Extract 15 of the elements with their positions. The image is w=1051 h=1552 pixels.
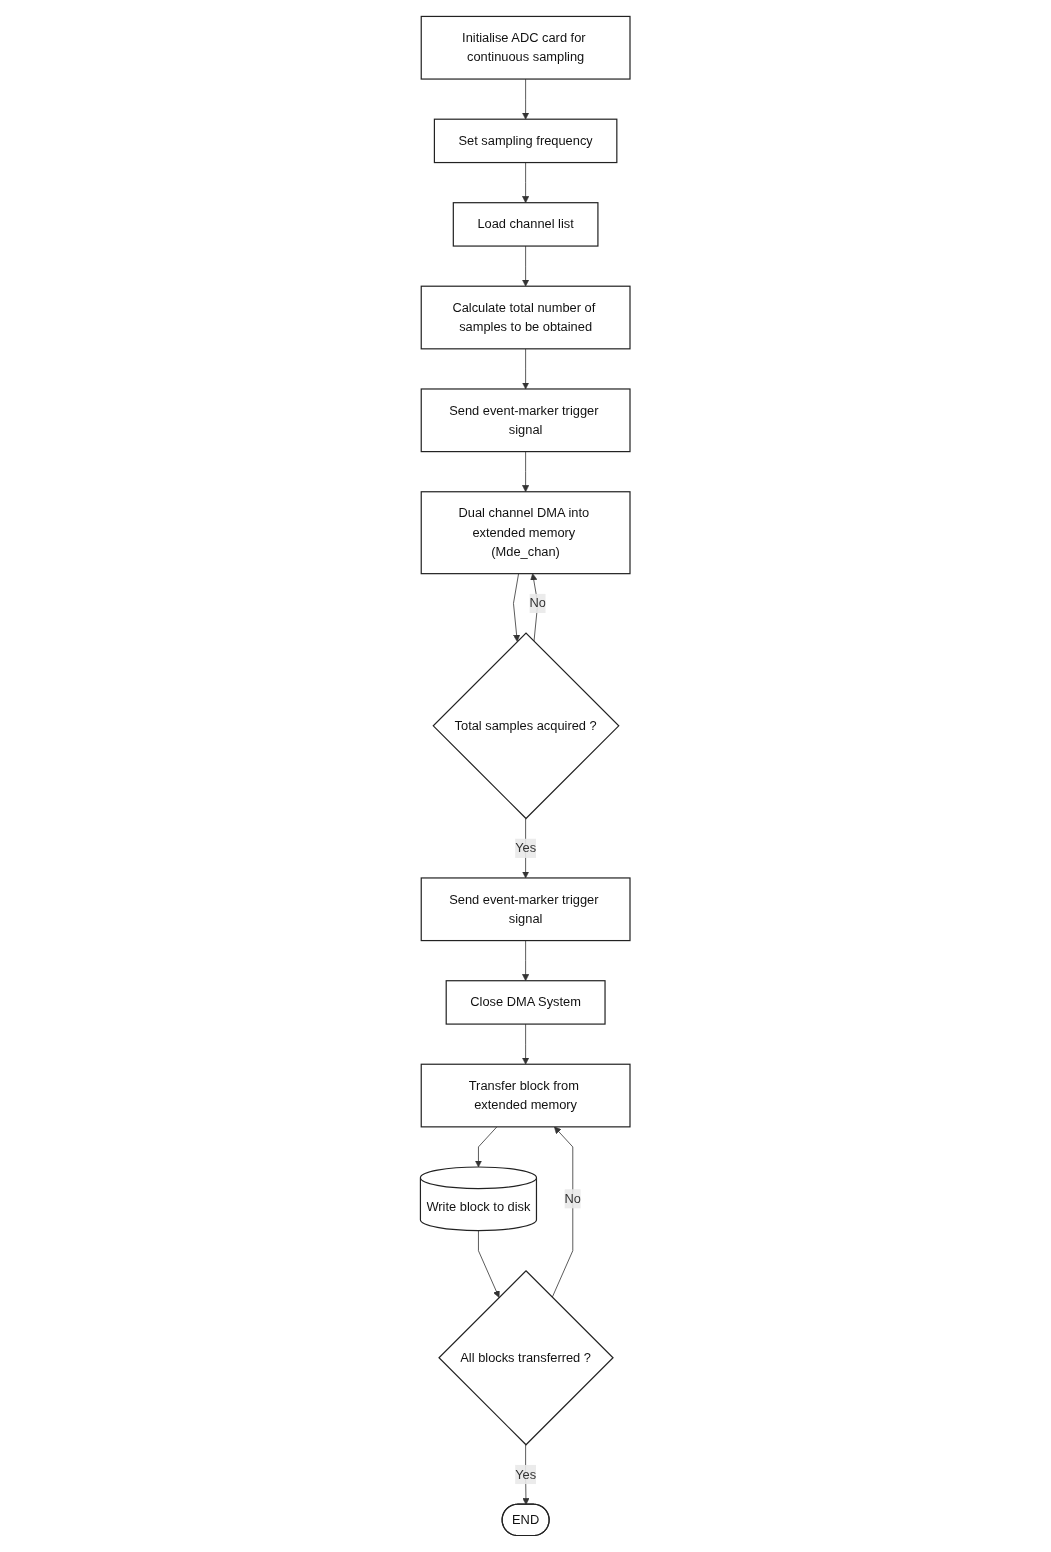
- node-box: Load channel list: [453, 202, 599, 247]
- node-box: Transfer block from extended memory: [420, 1063, 631, 1128]
- node-box: Close DMA System: [445, 980, 606, 1025]
- node-box: Send event-marker trigger signal: [420, 388, 631, 453]
- node-box: Set sampling frequency: [434, 118, 618, 164]
- node-diamond: Total samples acquired ?: [432, 632, 620, 820]
- node-diamond: All blocks transferred ?: [438, 1269, 615, 1446]
- node-box: Dual channel DMA into extended memory (Mde_chan): [420, 491, 631, 575]
- node-box: Initialise ADC card for continuous sampling: [420, 15, 631, 80]
- edge-label: Yes: [515, 1467, 537, 1481]
- node-box: Calculate total number of samples to be obtained: [420, 285, 631, 350]
- node-box: Send event-marker trigger signal: [420, 877, 631, 942]
- edge-label: No: [529, 596, 547, 610]
- edge-label: Yes: [515, 841, 537, 855]
- edge-label: No: [564, 1191, 582, 1206]
